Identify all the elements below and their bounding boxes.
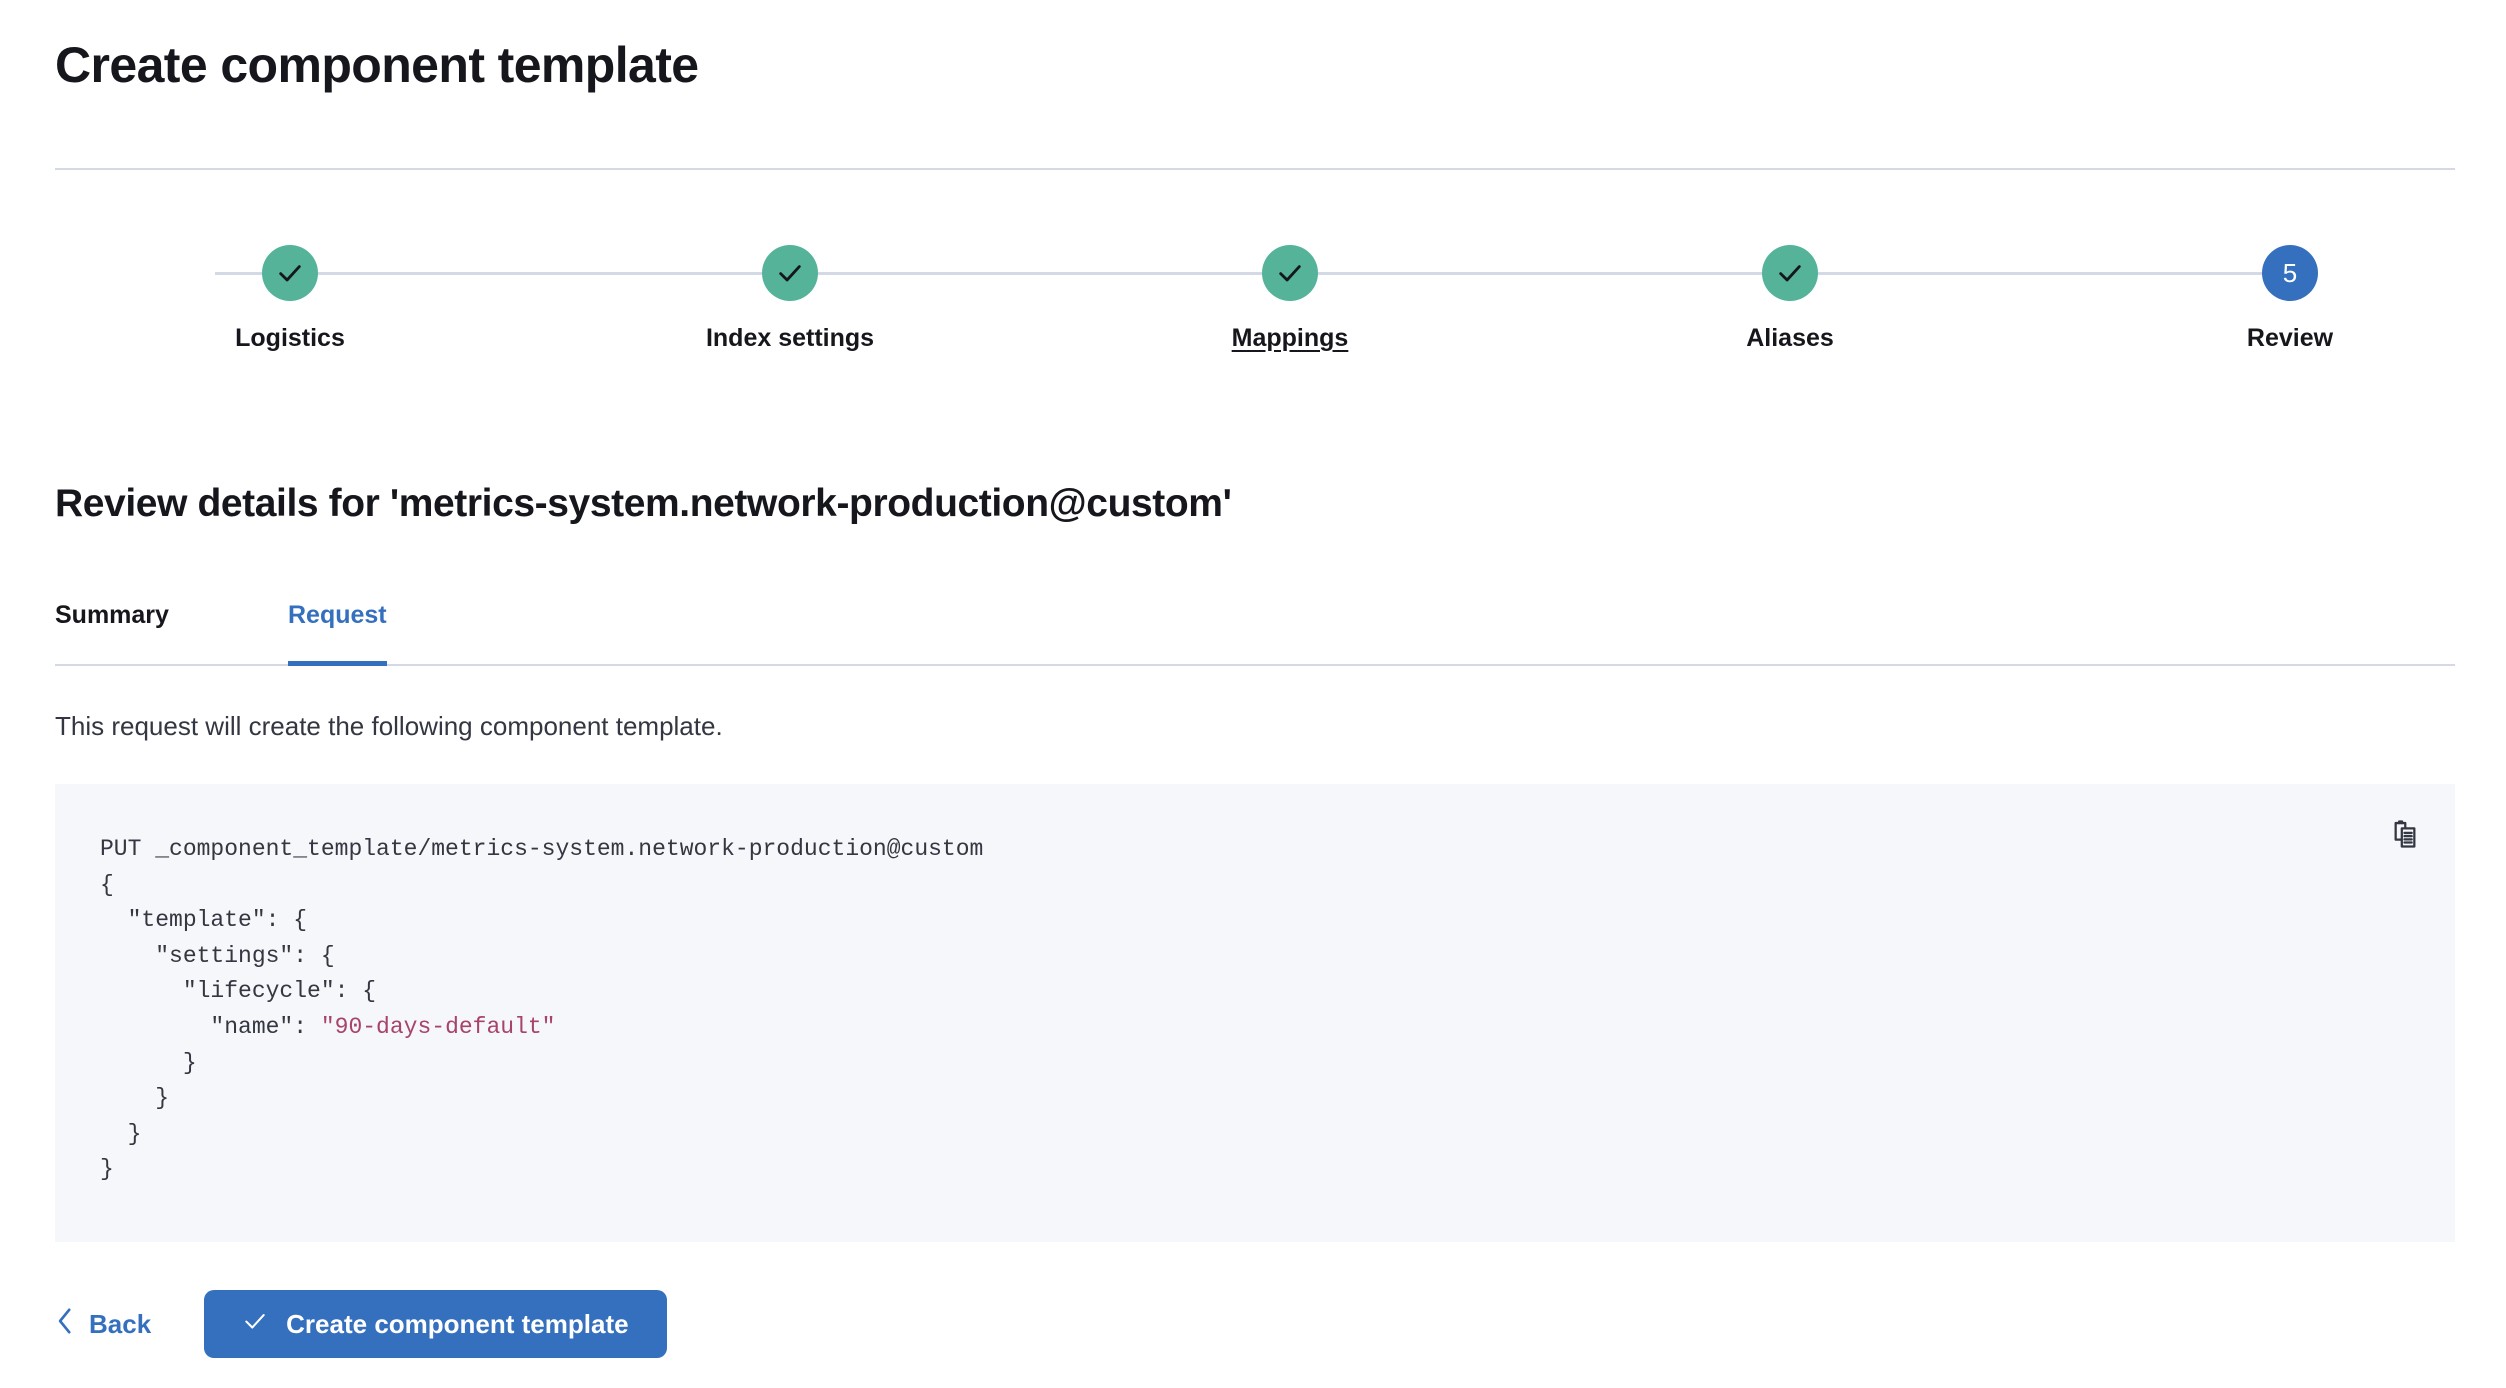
- step-label-mappings[interactable]: Mappings: [1231, 324, 1349, 352]
- code-line-put: PUT _component_template/metrics-system.n…: [100, 836, 984, 862]
- back-button-label: Back: [89, 1309, 152, 1339]
- code-json-before: { "template": { "settings": { "lifecycle…: [100, 871, 377, 1040]
- stepper-step-index-settings[interactable]: Index settings: [625, 245, 955, 353]
- step-label-aliases: Aliases: [1746, 324, 1834, 352]
- tab-request-label: Request: [288, 601, 387, 629]
- tab-summary-label: Summary: [55, 601, 169, 629]
- create-component-template-button[interactable]: Create component template: [204, 1290, 667, 1358]
- stepper-connector-2: [715, 272, 1315, 275]
- header-divider: [55, 168, 2455, 170]
- stepper-connector-1: [215, 272, 815, 275]
- page-title: Create component template: [55, 37, 699, 93]
- tab-summary[interactable]: Summary: [55, 598, 224, 666]
- wizard-footer: Back Create component template: [55, 1290, 667, 1358]
- stepper-step-aliases[interactable]: Aliases: [1625, 245, 1955, 353]
- review-tabs: Summary Request: [55, 596, 2455, 666]
- create-component-template-button-label: Create component template: [286, 1309, 629, 1339]
- step-circle-review: 5: [2262, 245, 2318, 301]
- stepper-step-review[interactable]: 5 Review: [2125, 245, 2455, 353]
- stepper-connector-4: [1715, 272, 2315, 275]
- stepper-step-logistics[interactable]: Logistics: [125, 245, 455, 353]
- request-code-text: PUT _component_template/metrics-system.n…: [100, 832, 983, 1188]
- stepper-step-mappings[interactable]: Mappings: [1125, 245, 1455, 353]
- check-icon: [242, 1308, 268, 1340]
- code-json-after: } } } }: [100, 1049, 197, 1183]
- step-circle-index-settings: [762, 245, 818, 301]
- step-circle-logistics: [262, 245, 318, 301]
- tabs-divider: [55, 664, 2455, 666]
- chevron-left-icon: [55, 1307, 75, 1341]
- wizard-stepper: Logistics Index settings Mappings: [55, 245, 2455, 395]
- check-icon: [1276, 259, 1304, 287]
- section-title: Review details for 'metrics-system.netwo…: [55, 482, 1232, 525]
- back-button[interactable]: Back: [55, 1307, 151, 1341]
- tab-request[interactable]: Request: [233, 598, 442, 666]
- step-number-review: 5: [2282, 258, 2298, 288]
- request-description: This request will create the following c…: [55, 711, 723, 741]
- clipboard-copy-icon[interactable]: [2381, 810, 2429, 858]
- check-icon: [1776, 259, 1804, 287]
- step-label-review: Review: [2246, 324, 2334, 352]
- step-label-index-settings: Index settings: [705, 324, 875, 352]
- code-json-string-value: "90-days-default": [320, 1013, 556, 1040]
- step-label-logistics: Logistics: [235, 324, 345, 352]
- stepper-connector-3: [1215, 272, 1815, 275]
- request-code-block: PUT _component_template/metrics-system.n…: [55, 784, 2455, 1242]
- check-icon: [776, 259, 804, 287]
- check-icon: [276, 259, 304, 287]
- step-circle-mappings: [1262, 245, 1318, 301]
- step-circle-aliases: [1762, 245, 1818, 301]
